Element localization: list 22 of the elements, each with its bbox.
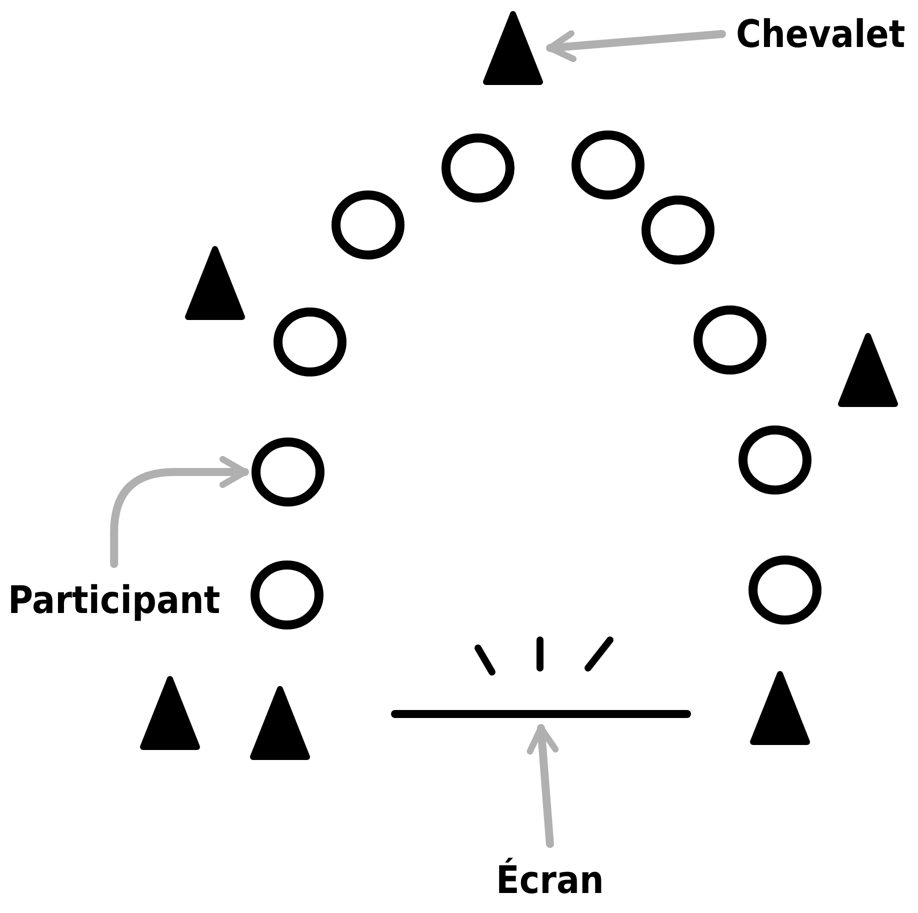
label-text: Participant (8, 578, 220, 622)
easel-triangle (249, 685, 311, 761)
seat-circle (250, 560, 324, 630)
seat-circle (273, 307, 347, 377)
easel-triangle (184, 245, 246, 321)
leader-arrow (110, 456, 249, 568)
easel-triangle (749, 670, 811, 746)
easel-triangle (482, 10, 544, 86)
label-text: Écran (496, 858, 604, 902)
seat-circle (251, 437, 325, 507)
label-text: Chevalet (736, 12, 906, 56)
seat-circle (738, 425, 812, 495)
easel-triangle (139, 675, 201, 751)
seat-circle (693, 305, 767, 375)
seat-circle (748, 555, 822, 625)
seat-circle (441, 133, 515, 203)
seat-circle (571, 130, 645, 200)
leader-arrow (546, 30, 726, 62)
seat-circle (641, 195, 715, 265)
seat-circle (331, 190, 405, 260)
easel-triangle (837, 332, 899, 408)
leader-arrow (526, 724, 559, 848)
